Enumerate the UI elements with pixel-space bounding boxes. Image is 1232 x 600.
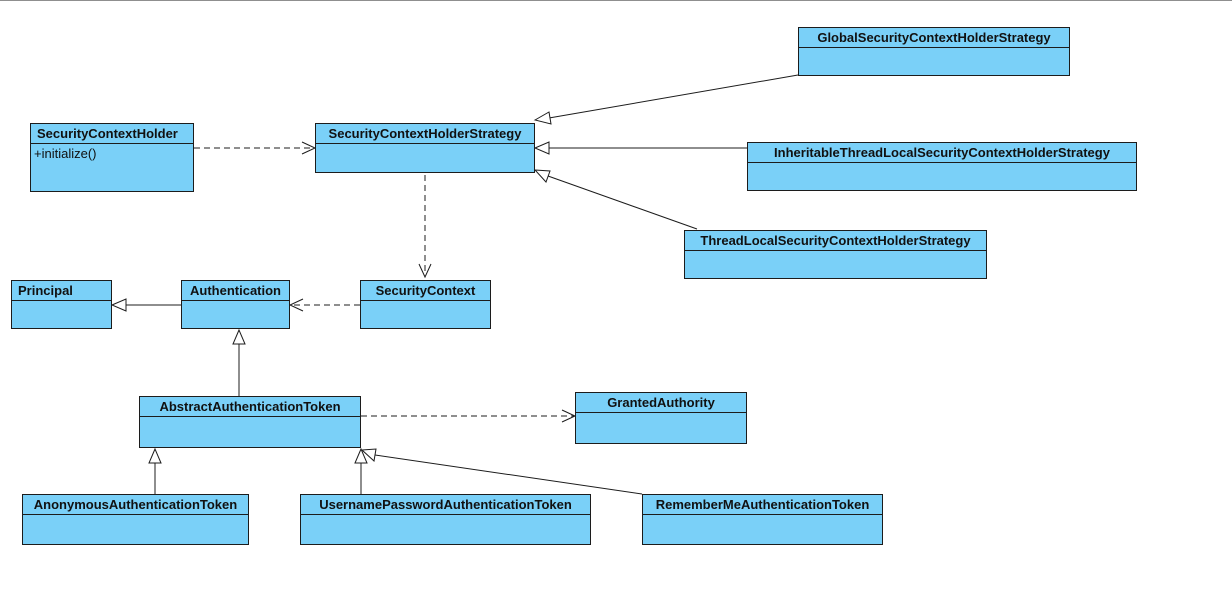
hollow-triangle-arrowhead bbox=[533, 169, 551, 183]
hollow-triangle-arrowhead bbox=[148, 447, 162, 464]
open-arrowhead bbox=[418, 263, 432, 279]
open-arrowhead bbox=[288, 298, 304, 312]
class-thread-local-strategy[interactable]: ThreadLocalSecurityContextHolderStrategy bbox=[684, 230, 987, 279]
class-authentication[interactable]: Authentication bbox=[181, 280, 290, 329]
class-name: AbstractAuthenticationToken bbox=[140, 397, 360, 417]
class-name: SecurityContextHolderStrategy bbox=[316, 124, 534, 144]
generalization-remember-me-to-token bbox=[374, 454, 643, 495]
class-principal[interactable]: Principal bbox=[11, 280, 112, 329]
class-name: AnonymousAuthenticationToken bbox=[23, 495, 248, 515]
class-name: ThreadLocalSecurityContextHolderStrategy bbox=[685, 231, 986, 251]
class-name: UsernamePasswordAuthenticationToken bbox=[301, 495, 590, 515]
class-name: SecurityContext bbox=[361, 281, 490, 301]
class-abstract-authentication-token[interactable]: AbstractAuthenticationToken bbox=[139, 396, 361, 448]
class-name: InheritableThreadLocalSecurityContextHol… bbox=[748, 143, 1136, 163]
class-security-context-holder[interactable]: SecurityContextHolder +initialize() bbox=[30, 123, 194, 192]
window-top-border bbox=[0, 0, 1232, 1]
generalization-threadlocal-to-strategy bbox=[547, 175, 698, 230]
hollow-triangle-arrowhead bbox=[232, 328, 246, 345]
class-name: GlobalSecurityContextHolderStrategy bbox=[799, 28, 1069, 48]
class-name: Authentication bbox=[182, 281, 289, 301]
class-remember-me-authentication-token[interactable]: RememberMeAuthenticationToken bbox=[642, 494, 883, 545]
class-name: RememberMeAuthenticationToken bbox=[643, 495, 882, 515]
class-name: SecurityContextHolder bbox=[31, 124, 193, 144]
hollow-triangle-arrowhead bbox=[533, 111, 552, 125]
hollow-triangle-arrowhead bbox=[110, 298, 127, 312]
hollow-triangle-arrowhead bbox=[360, 448, 377, 462]
class-name: Principal bbox=[12, 281, 111, 301]
hollow-triangle-arrowhead bbox=[354, 447, 368, 464]
class-inheritable-thread-local-strategy[interactable]: InheritableThreadLocalSecurityContextHol… bbox=[747, 142, 1137, 191]
class-global-security-context-holder-strategy[interactable]: GlobalSecurityContextHolderStrategy bbox=[798, 27, 1070, 76]
method-initialize: +initialize() bbox=[34, 146, 97, 161]
class-security-context[interactable]: SecurityContext bbox=[360, 280, 491, 329]
class-username-password-authentication-token[interactable]: UsernamePasswordAuthenticationToken bbox=[300, 494, 591, 545]
generalization-global-to-strategy bbox=[548, 74, 799, 119]
class-anonymous-authentication-token[interactable]: AnonymousAuthenticationToken bbox=[22, 494, 249, 545]
class-security-context-holder-strategy[interactable]: SecurityContextHolderStrategy bbox=[315, 123, 535, 173]
class-name: GrantedAuthority bbox=[576, 393, 746, 413]
hollow-triangle-arrowhead bbox=[533, 141, 550, 155]
class-granted-authority[interactable]: GrantedAuthority bbox=[575, 392, 747, 444]
